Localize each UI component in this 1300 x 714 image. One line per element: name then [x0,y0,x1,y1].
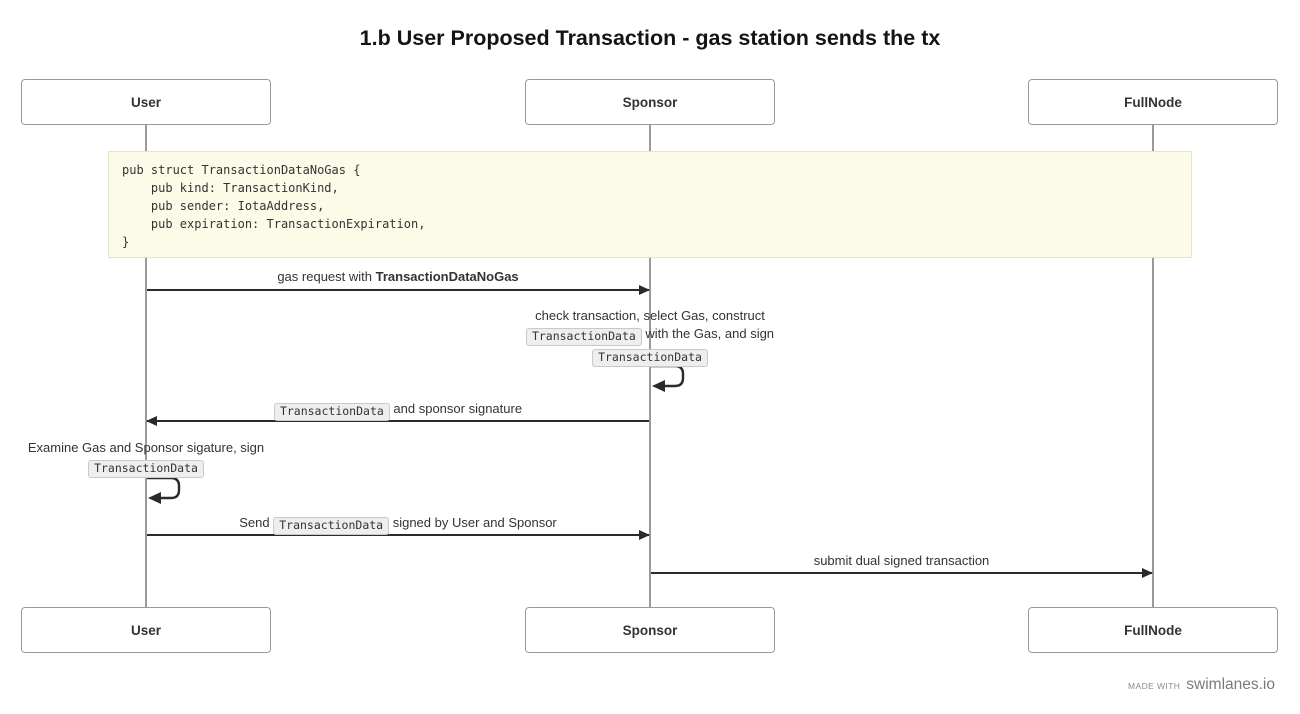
message-text: signed by User and Sponsor [389,515,557,530]
inline-code-badge: TransactionData [525,328,642,346]
actor-sponsor-top: Sponsor [525,79,775,125]
message-text: Examine Gas and Sponsor sigature, sign [27,440,265,455]
message-gas-request-label: gas request with TransactionDataNoGas [147,268,649,286]
actor-fullnode-top-label: FullNode [1124,94,1182,110]
code-line: pub struct TransactionDataNoGas { [122,163,361,177]
inline-code-badge: TransactionData [592,349,708,367]
message-text: submit dual signed transaction [813,553,990,568]
message-text: check transaction, select Gas, construct [535,308,765,323]
actor-fullnode-bottom: FullNode [1028,607,1278,653]
message-sponsor-self-label: check transaction, select Gas, construct… [400,307,900,367]
message-text: Send [239,515,274,530]
message-text: and sponsor signature [389,401,523,416]
inline-code-badge: TransactionData [273,403,390,421]
actor-sponsor-top-label: Sponsor [622,94,678,110]
actor-sponsor-bottom-label: Sponsor [622,622,678,638]
code-note: pub struct TransactionDataNoGas { pub ki… [108,151,1192,258]
actor-user-top-label: User [130,94,162,110]
code-line: pub sender: IotaAddress, [122,199,325,213]
swimlanes-credit[interactable]: MADE WITH swimlanes.io [1128,676,1275,694]
arrowhead-left-icon [146,415,157,426]
message-sponsor-reply-label: TransactionData and sponsor signature [147,400,649,421]
actor-user-top: User [21,79,271,125]
actor-user-bottom: User [21,607,271,653]
diagram-title: 1.b User Proposed Transaction - gas stat… [359,26,941,50]
message-submit-label: submit dual signed transaction [651,552,1152,570]
message-text-bold: TransactionDataNoGas [375,269,519,284]
inline-code-badge: TransactionData [273,517,390,535]
actor-user-bottom-label: User [130,622,162,638]
arrowhead-right-icon [639,284,650,295]
message-user-self-label: Examine Gas and Sponsor sigature, sign T… [0,439,292,478]
self-arrow-user [147,476,181,504]
arrow-user-to-sponsor-1 [147,284,650,295]
code-line: pub expiration: TransactionExpiration, [122,217,426,231]
arrowhead-right-icon [1142,567,1153,578]
actor-fullnode-bottom-label: FullNode [1124,622,1182,638]
lifeline-user [145,125,147,607]
arrow-sponsor-to-user [146,415,649,426]
arrowhead-right-icon [639,529,650,540]
actor-fullnode-top: FullNode [1028,79,1278,125]
self-arrow-sponsor [651,364,685,392]
message-text: gas request with [277,269,376,284]
arrow-user-to-sponsor-2 [147,529,650,540]
arrow-sponsor-to-fullnode [651,567,1153,578]
code-line: } [122,235,130,249]
inline-code-badge: TransactionData [88,460,204,478]
swimlanes-brand[interactable]: swimlanes.io [1186,676,1275,693]
actor-sponsor-bottom: Sponsor [525,607,775,653]
lifeline-fullnode [1152,125,1154,607]
message-text: with the Gas, and sign [641,326,775,341]
made-with-label: MADE WITH [1128,681,1181,691]
message-send-signed-label: Send TransactionData signed by User and … [147,514,649,535]
code-line: pub kind: TransactionKind, [122,181,339,195]
